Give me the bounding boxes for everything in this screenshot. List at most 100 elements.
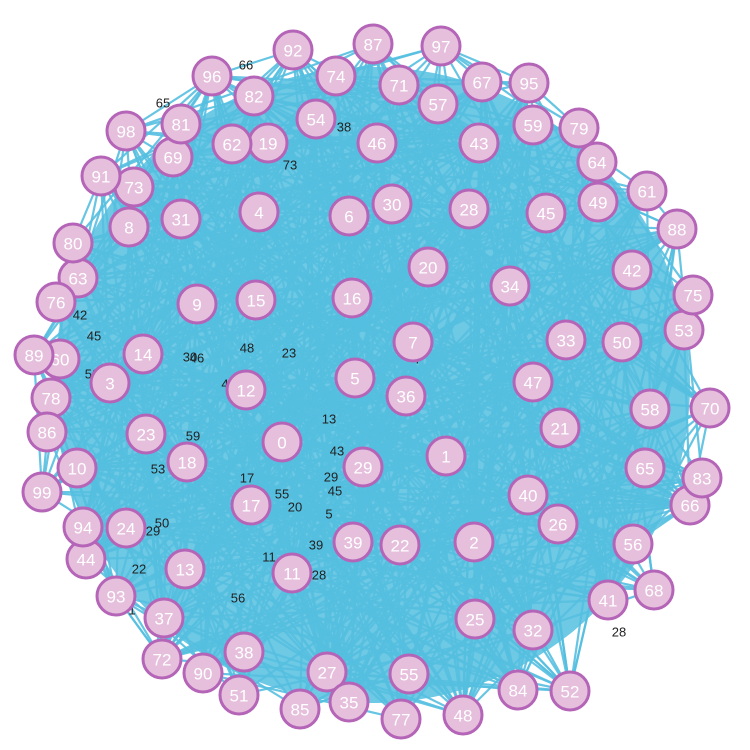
node-96[interactable]: 96 [191,55,233,97]
node-55[interactable]: 55 [388,653,430,695]
node-40[interactable]: 40 [507,474,549,516]
node-29[interactable]: 29 [342,446,384,488]
node-44[interactable]: 44 [65,538,107,580]
node-33[interactable]: 33 [545,319,587,361]
node-30[interactable]: 30 [371,183,413,225]
node-20[interactable]: 20 [407,246,449,288]
node-95[interactable]: 95 [508,62,550,104]
node-97[interactable]: 97 [420,25,462,67]
node-28[interactable]: 28 [448,188,490,230]
node-1[interactable]: 1 [425,435,467,477]
node-16[interactable]: 16 [331,277,373,319]
node-42[interactable]: 42 [611,249,653,291]
node-34[interactable]: 34 [489,265,531,307]
node-7[interactable]: 7 [392,321,434,363]
node-35[interactable]: 35 [328,681,370,723]
node-5[interactable]: 5 [334,357,376,399]
node-56[interactable]: 56 [612,523,654,565]
node-94[interactable]: 94 [62,506,104,548]
node-circle [225,369,267,411]
node-19[interactable]: 19 [247,122,289,164]
node-92[interactable]: 92 [272,29,314,71]
node-76[interactable]: 76 [35,281,77,323]
node-91[interactable]: 91 [80,155,122,197]
node-48[interactable]: 48 [442,694,484,736]
node-57[interactable]: 57 [417,83,459,125]
node-64[interactable]: 64 [576,141,618,183]
node-79[interactable]: 79 [558,107,600,149]
node-87[interactable]: 87 [352,23,394,65]
node-54[interactable]: 54 [295,98,337,140]
node-15[interactable]: 15 [235,279,277,321]
edge [568,228,679,692]
node-88[interactable]: 88 [656,208,698,250]
node-85[interactable]: 85 [279,688,321,730]
node-23[interactable]: 23 [125,413,167,455]
node-62[interactable]: 62 [211,123,253,165]
node-38[interactable]: 38 [223,631,265,673]
node-24[interactable]: 24 [105,507,147,549]
node-78[interactable]: 78 [30,377,72,419]
node-99[interactable]: 99 [21,471,63,513]
node-74[interactable]: 74 [315,55,357,97]
node-27[interactable]: 27 [306,651,348,693]
node-6[interactable]: 6 [328,195,370,237]
node-50[interactable]: 50 [601,321,643,363]
node-32[interactable]: 32 [512,609,554,651]
node-86[interactable]: 86 [26,411,68,453]
edge [290,43,375,574]
node-37[interactable]: 37 [143,597,185,639]
node-83[interactable]: 83 [681,457,723,499]
node-26[interactable]: 26 [537,503,579,545]
node-12[interactable]: 12 [225,369,267,411]
node-75[interactable]: 75 [672,274,714,316]
node-77[interactable]: 77 [380,698,422,740]
node-93[interactable]: 93 [95,575,137,617]
node-98[interactable]: 98 [105,110,147,152]
node-82[interactable]: 82 [233,75,275,117]
node-4[interactable]: 4 [238,191,280,233]
node-13[interactable]: 13 [164,548,206,590]
node-0[interactable]: 0 [261,421,303,463]
node-3[interactable]: 3 [89,362,131,404]
node-71[interactable]: 71 [378,64,420,106]
node-89[interactable]: 89 [13,334,55,376]
node-70[interactable]: 70 [689,387,731,429]
node-25[interactable]: 25 [454,598,496,640]
node-11[interactable]: 11 [271,552,313,594]
node-72[interactable]: 72 [141,638,183,680]
node-41[interactable]: 41 [587,579,629,621]
node-58[interactable]: 58 [629,388,671,430]
node-65[interactable]: 65 [624,447,666,489]
node-49[interactable]: 49 [577,181,619,223]
node-circle [681,457,723,499]
node-59[interactable]: 59 [512,104,554,146]
node-52[interactable]: 52 [549,670,591,712]
node-43[interactable]: 43 [458,122,500,164]
node-46[interactable]: 46 [356,122,398,164]
node-84[interactable]: 84 [497,669,539,711]
node-51[interactable]: 51 [218,674,260,716]
node-68[interactable]: 68 [633,569,675,611]
node-53[interactable]: 53 [663,309,705,351]
node-47[interactable]: 47 [512,361,554,403]
node-18[interactable]: 18 [166,441,208,483]
node-10[interactable]: 10 [56,447,98,489]
node-14[interactable]: 14 [122,333,164,375]
node-21[interactable]: 21 [539,407,581,449]
node-36[interactable]: 36 [385,375,427,417]
node-9[interactable]: 9 [176,283,218,325]
node-39[interactable]: 39 [332,521,374,563]
node-90[interactable]: 90 [182,652,224,694]
node-22[interactable]: 22 [379,524,421,566]
node-81[interactable]: 81 [160,103,202,145]
node-17[interactable]: 17 [230,484,272,526]
node-67[interactable]: 67 [461,61,503,103]
node-61[interactable]: 61 [626,170,668,212]
node-8[interactable]: 8 [108,206,150,248]
node-80[interactable]: 80 [52,222,94,264]
node-31[interactable]: 31 [160,198,202,240]
node-2[interactable]: 2 [453,521,495,563]
node-45[interactable]: 45 [525,192,567,234]
edge [85,228,678,560]
